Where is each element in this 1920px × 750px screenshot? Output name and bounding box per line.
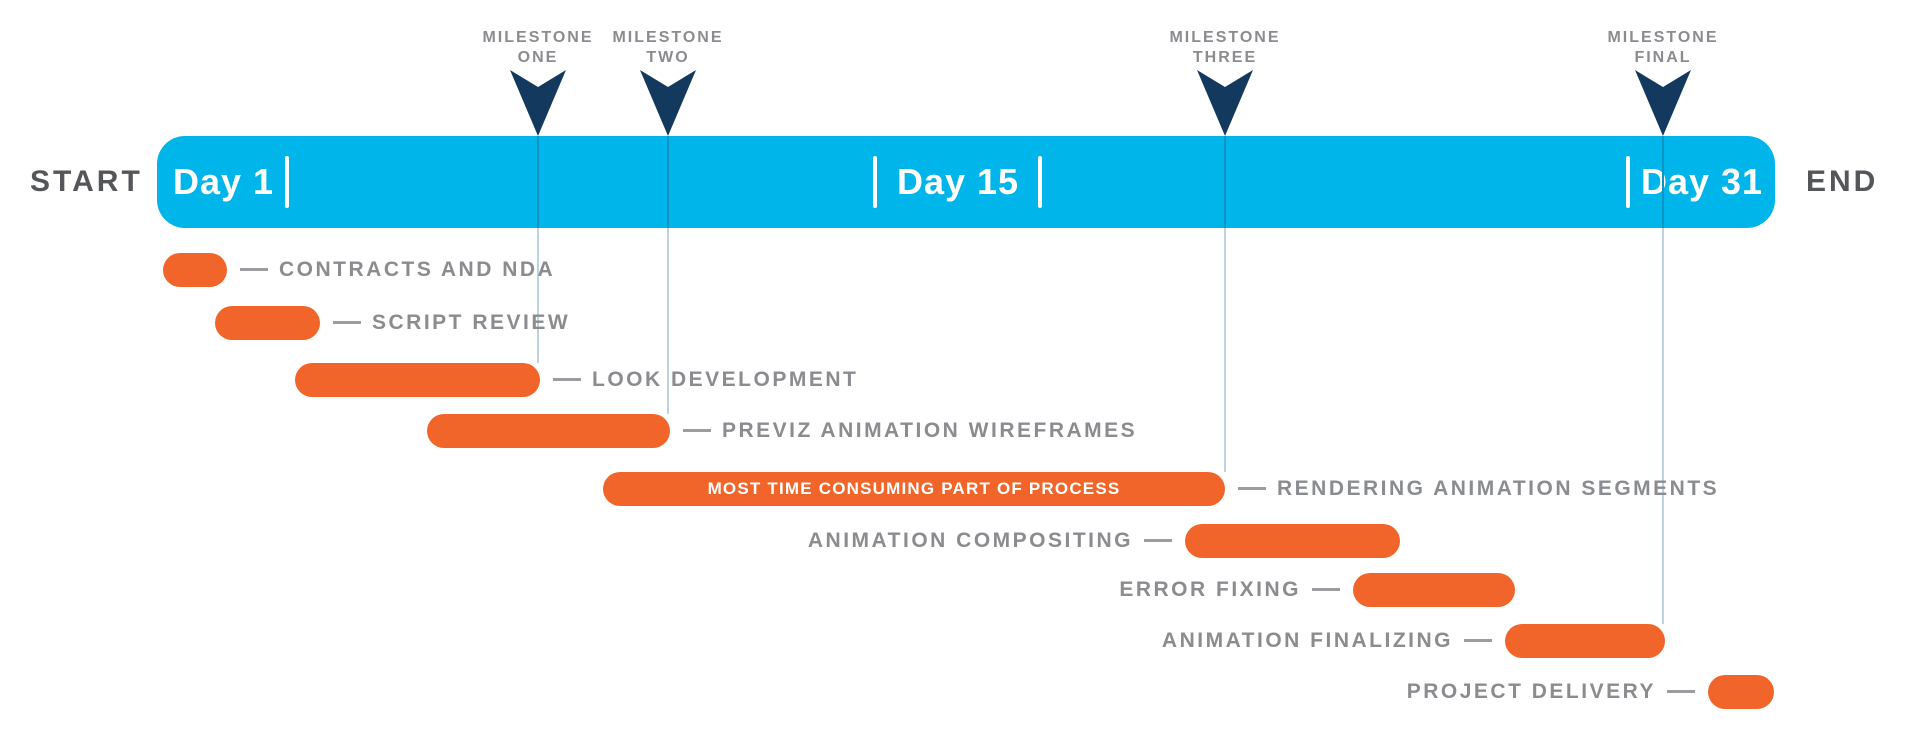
milestone-label-line1: MILESTONE (482, 29, 594, 46)
milestone-line-through-bar (1662, 136, 1664, 228)
milestone-drop-line (667, 228, 669, 414)
milestone-label-line2: FINAL (1634, 49, 1692, 66)
task-bar (1185, 524, 1400, 558)
task-label: CONTRACTS AND NDA (279, 258, 556, 281)
milestone-label: MILESTONE ONE (482, 28, 593, 68)
task-connector-dash (553, 378, 581, 381)
milestone-label: MILESTONE TWO (612, 28, 723, 68)
timeline-bar (157, 136, 1775, 228)
task-bar (163, 253, 227, 287)
timeline-tick (873, 156, 877, 208)
milestone-label-line1: MILESTONE (1607, 29, 1719, 46)
milestone-label: MILESTONE FINAL (1607, 28, 1718, 68)
task-label: RENDERING ANIMATION SEGMENTS (1277, 477, 1720, 500)
milestone-label-line1: MILESTONE (1169, 29, 1281, 46)
task-label: LOOK DEVELOPMENT (592, 368, 859, 391)
milestone-label-line2: TWO (646, 49, 690, 66)
task-label: PROJECT DELIVERY (1406, 680, 1656, 703)
task-label: PREVIZ ANIMATION WIREFRAMES (722, 419, 1138, 442)
task-label: ANIMATION FINALIZING (1161, 629, 1453, 652)
task-bar: MOST TIME CONSUMING PART OF PROCESS (603, 472, 1225, 506)
milestone-drop-line (537, 228, 539, 363)
milestone-arrow-icon (1635, 70, 1691, 136)
task-connector-dash (683, 429, 711, 432)
milestone-arrow-icon (1197, 70, 1253, 136)
timeline-tick (1038, 156, 1042, 208)
task-bar (295, 363, 540, 397)
task-bar (1505, 624, 1665, 658)
task-bar (1353, 573, 1515, 607)
task-connector-dash (1312, 588, 1340, 591)
milestone-line-through-bar (667, 136, 669, 228)
day-marker-label: Day 15 (896, 161, 1020, 202)
day-marker-label: Day 1 (173, 161, 275, 202)
milestone-label-line1: MILESTONE (612, 29, 724, 46)
milestone-line-through-bar (537, 136, 539, 228)
task-connector-dash (1144, 539, 1172, 542)
milestone-label-line2: ONE (517, 49, 559, 66)
task-bar (1708, 675, 1774, 709)
milestone-label-line2: THREE (1192, 49, 1258, 66)
task-bar (215, 306, 320, 340)
milestone-drop-line (1662, 228, 1664, 624)
task-label: ANIMATION COMPOSITING (807, 529, 1133, 552)
milestone-line-through-bar (1224, 136, 1226, 228)
milestone-drop-line (1224, 228, 1226, 472)
task-connector-dash (1238, 487, 1266, 490)
task-connector-dash (1464, 639, 1492, 642)
task-bar (427, 414, 670, 448)
end-label: END (1806, 165, 1879, 198)
task-label: SCRIPT REVIEW (372, 311, 571, 334)
day-marker-label: Day 31 (1640, 161, 1764, 202)
timeline-tick (285, 156, 289, 208)
task-connector-dash (240, 268, 268, 271)
task-bar-inner-text: MOST TIME CONSUMING PART OF PROCESS (707, 479, 1121, 498)
milestone-arrow-icon (510, 70, 566, 136)
task-connector-dash (1667, 690, 1695, 693)
timeline-tick (1626, 156, 1630, 208)
milestone-label: MILESTONE THREE (1169, 28, 1280, 68)
start-label: START (30, 165, 143, 198)
milestone-arrow-icon (640, 70, 696, 136)
task-connector-dash (333, 321, 361, 324)
task-label: ERROR FIXING (1119, 578, 1301, 601)
